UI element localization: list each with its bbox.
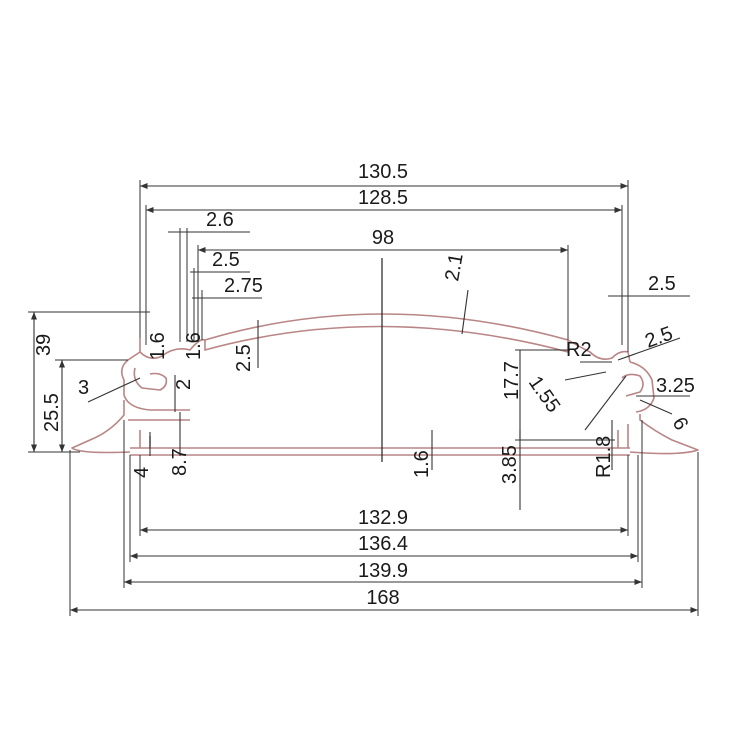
dim-4: 4 [131,467,153,478]
dim-168: 168 [366,587,399,609]
dim-8-7: 8.7 [169,448,191,476]
dim-1-6-center: 1.6 [411,450,433,478]
dim-1-6-left: 1.6 [147,332,169,360]
dim-r2: R2 [566,339,592,361]
dim-136-4: 136.4 [358,533,408,555]
dim-128-5: 128.5 [358,187,408,209]
dim-2: 2 [173,379,195,390]
dim-130-5: 130.5 [358,161,408,183]
dim-2-5-top: 2.5 [212,249,240,271]
dimension-labels: 130.5 128.5 2.6 98 2.5 2.75 2.1 2.5 2.5 … [33,161,695,609]
dim-132-9: 132.9 [358,507,408,529]
dim-1-6-left-b: 1.6 [183,332,205,360]
dim-17-7: 17.7 [501,361,523,400]
dim-2-75: 2.75 [224,275,263,297]
dim-2-5-right-b: 2.5 [642,323,676,353]
dim-98: 98 [372,227,394,249]
dim-6: 6 [668,414,693,435]
dim-3-85: 3.85 [499,445,521,484]
dim-1-55: 1.55 [524,372,564,417]
dim-39: 39 [33,334,55,356]
dim-2-6: 2.6 [206,209,234,231]
dim-3-25: 3.25 [656,375,695,397]
dim-r1-8: R1.8 [593,436,615,478]
dim-139-9: 139.9 [358,560,408,582]
dim-2-5-right: 2.5 [648,273,676,295]
vertical-dimensions [28,289,690,510]
horizontal-dimensions [69,180,699,616]
dim-3: 3 [78,377,89,399]
dim-2-1: 2.1 [441,252,467,283]
dim-25-5: 25.5 [41,393,63,432]
dim-2-5-left: 2.5 [233,344,255,372]
